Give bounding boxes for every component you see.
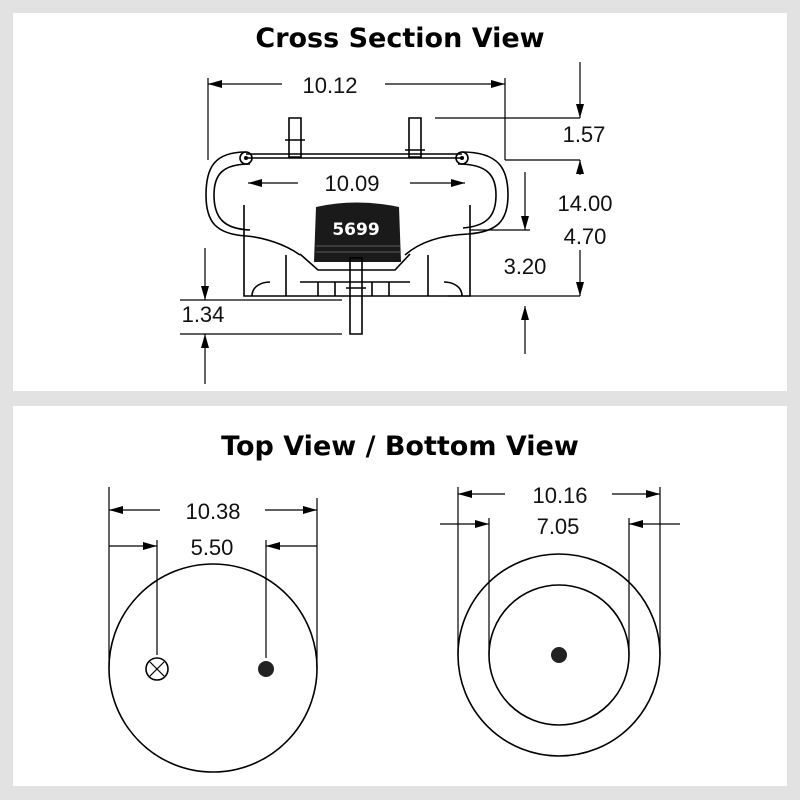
dim-stud-length-label: 1.34 bbox=[182, 302, 225, 327]
bottom-view: 10.16 7.05 bbox=[440, 483, 680, 757]
dim-overall-width: 10.12 bbox=[207, 73, 506, 160]
top-bottom-title: Top View / Bottom View bbox=[221, 431, 579, 462]
piston bbox=[243, 205, 471, 297]
dim-inner-width: 10.09 bbox=[248, 171, 465, 196]
bottom-stud bbox=[346, 257, 366, 335]
dim-piston-height-label: 3.20 bbox=[504, 254, 547, 279]
top-plate bbox=[239, 151, 469, 165]
dim-outer-diameter-label: 10.16 bbox=[532, 483, 587, 508]
dim-right-verticals: 1.57 14.00 4.70 3.20 bbox=[435, 62, 613, 354]
top-bottom-drawing: 10.38 5.50 bbox=[108, 483, 680, 773]
dim-inner-width-label: 10.09 bbox=[324, 171, 379, 196]
cross-section-title: Cross Section View bbox=[255, 23, 545, 54]
dim-top-height-label: 1.57 bbox=[563, 122, 606, 147]
dim-overall-width-label: 10.12 bbox=[302, 73, 357, 98]
bumper-block: 5699 bbox=[314, 202, 401, 262]
bellows bbox=[205, 151, 509, 256]
top-view: 10.38 5.50 bbox=[108, 487, 318, 773]
dim-max-height-label: 14.00 bbox=[557, 191, 612, 216]
dim-stud-length: 1.34 bbox=[180, 248, 342, 384]
part-number-label: 5699 bbox=[332, 220, 379, 240]
cross-section-drawing: 10.12 bbox=[180, 62, 613, 384]
cross-section-panel: Cross Section View 10.12 bbox=[13, 13, 787, 391]
top-bottom-panel: Top View / Bottom View 10.38 bbox=[13, 406, 787, 786]
dim-top-diameter-label: 10.38 bbox=[185, 499, 240, 524]
top-studs bbox=[285, 117, 425, 158]
dim-min-height-label: 4.70 bbox=[564, 224, 607, 249]
dim-inner-diameter-label: 7.05 bbox=[537, 514, 580, 539]
dim-stud-spacing-label: 5.50 bbox=[191, 535, 234, 560]
